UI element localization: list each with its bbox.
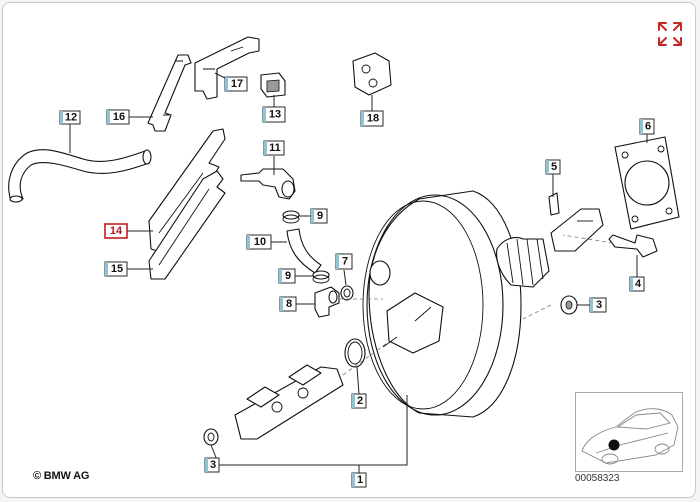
part-6-gasket [614,136,680,230]
callout-label[interactable]: 2 [351,393,367,409]
part-9-clamp-upper [282,210,300,224]
svg-text:2: 2 [357,395,363,407]
part-booster-boot [496,236,550,288]
leader-lines [69,72,648,473]
vehicle-locator-thumbnail [575,392,683,472]
part-5-clevis [548,192,604,252]
callout-label[interactable]: 3 [204,457,220,473]
svg-text:12: 12 [65,112,77,124]
svg-text:16: 16 [113,111,125,123]
parts-diagram: 12 16 17 13 18 11 9 10 14 15 9 7 [8,36,680,488]
callout-label[interactable]: 7 [335,253,353,270]
part-9-clamp-lower [312,270,330,284]
part-16-bracket [147,54,192,132]
copyright-text: © BMW AG [33,470,90,482]
svg-text:1: 1 [357,474,363,486]
callout-label[interactable]: 9 [310,208,328,224]
svg-text:9: 9 [285,270,291,282]
part-8-elbow [314,286,340,318]
diagram-frame: 12 16 17 13 18 11 9 10 14 15 9 7 [2,2,696,498]
svg-text:3: 3 [596,299,602,311]
svg-text:8: 8 [286,298,292,310]
part-master-cylinder [234,364,344,440]
diagram-id-text: 00058323 [575,473,620,484]
callout-label[interactable]: 5 [545,159,561,175]
part-1-brake-booster [362,190,522,418]
callout-label[interactable]: 8 [279,296,297,312]
svg-text:3: 3 [210,459,216,471]
svg-text:9: 9 [317,210,323,222]
part-3-grommet-left [203,428,219,446]
svg-text:17: 17 [231,78,243,90]
part-2-o-ring [344,338,366,368]
callout-label[interactable]: 17 [224,76,248,92]
callout-label[interactable]: 18 [360,110,384,127]
part-7-plug [340,285,354,301]
callout-label[interactable]: 11 [263,140,285,156]
svg-text:14: 14 [110,225,123,237]
svg-text:13: 13 [269,109,281,121]
callout-label[interactable]: 4 [629,276,645,292]
part-3-grommet-right [560,295,578,315]
svg-text:10: 10 [254,236,266,248]
part-13-grommet [260,72,286,98]
svg-text:6: 6 [645,121,651,133]
part-12-hose [8,149,152,203]
expand-arrows-icon[interactable] [656,20,684,48]
svg-text:15: 15 [111,263,123,275]
svg-text:18: 18 [367,113,379,125]
callout-label[interactable]: 6 [639,118,655,135]
callout-label[interactable]: 1 [351,472,367,488]
callout-label-highlighted[interactable]: 14 [104,223,128,239]
callout-label[interactable]: 16 [106,109,130,125]
callout-label[interactable]: 3 [589,297,607,313]
part-11-check-valve [240,168,296,200]
part-15-bracket [148,170,226,280]
callout-label[interactable]: 15 [104,261,128,277]
svg-text:11: 11 [269,142,281,154]
locator-dot [608,439,620,451]
part-10-hose [286,228,322,274]
svg-text:4: 4 [635,278,642,290]
part-17-bracket [194,36,260,100]
callout-label[interactable]: 9 [278,268,296,284]
svg-text:7: 7 [342,256,348,268]
part-4-pin [608,234,658,258]
callout-label[interactable]: 10 [246,234,272,250]
part-18-seal [352,52,392,96]
callout-label[interactable]: 12 [59,110,81,125]
svg-text:5: 5 [551,161,557,173]
callout-label[interactable]: 13 [262,106,286,123]
